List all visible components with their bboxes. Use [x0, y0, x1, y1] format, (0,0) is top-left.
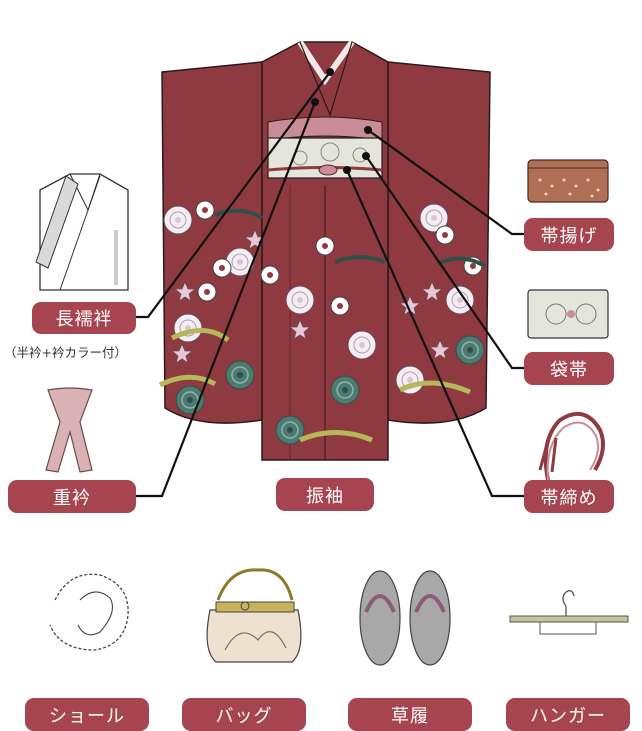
leader-kasane-eri	[136, 101, 317, 498]
label-hanger: ハンガー	[506, 698, 630, 731]
label-nagajuban-note: （半衿+衿カラー付）	[4, 345, 127, 360]
zori-illustration	[359, 570, 451, 666]
nagajuban-illustration	[35, 173, 129, 291]
shawl-illustration	[49, 573, 129, 651]
leader-obijime	[345, 169, 524, 498]
furisode-illustration	[158, 40, 491, 461]
leader-dots	[311, 68, 372, 174]
fukuro-obi-illustration	[527, 289, 609, 339]
kasane-eri-illustration	[45, 387, 93, 473]
label-shawl: ショール	[25, 698, 149, 731]
label-obiage: 帯揚げ	[524, 218, 614, 251]
obijime-illustration	[538, 411, 606, 481]
label-kasane-eri: 重衿	[8, 480, 136, 513]
label-fukuro-obi: 袋帯	[524, 352, 614, 385]
leader-lines	[135, 71, 524, 498]
leader-obiage	[367, 129, 524, 236]
obiage-illustration	[527, 159, 609, 203]
label-bag: バッグ	[182, 698, 306, 731]
label-obijime: 帯締め	[524, 480, 614, 513]
label-zori: 草履	[348, 698, 472, 731]
bag-illustration	[206, 568, 302, 663]
hanger-illustration	[509, 590, 629, 635]
label-nagajuban: 長襦袢	[32, 302, 136, 334]
label-furisode: 振袖	[276, 478, 374, 511]
leader-fukuro-obi	[365, 155, 524, 370]
leader-nagajuban	[135, 71, 331, 319]
